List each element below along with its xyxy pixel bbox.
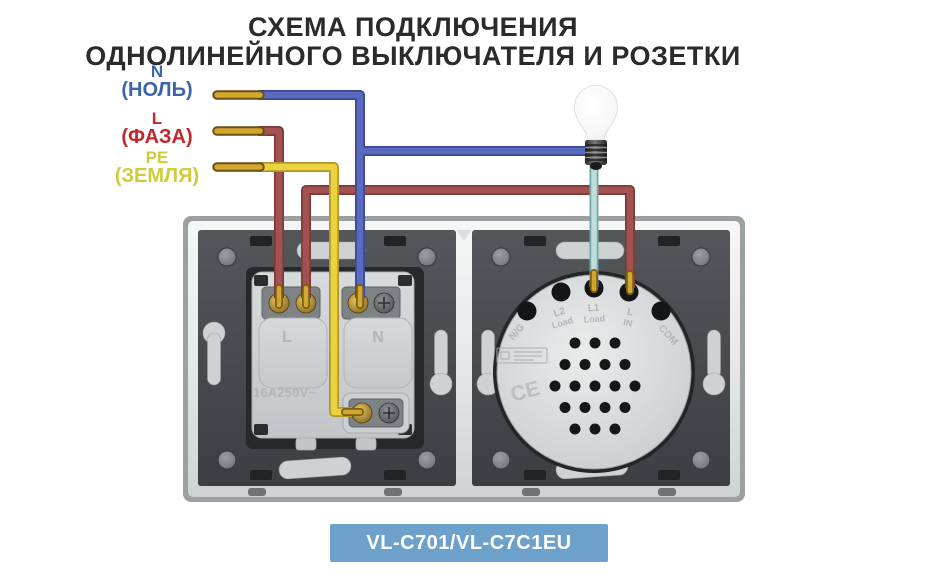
socket-pin-housing-N — [343, 317, 413, 389]
switch-label-l1: L1 Load — [583, 303, 605, 325]
clip-slot — [384, 236, 406, 246]
wall-plate: L N 16A250V~ — [183, 216, 745, 502]
clip-slot — [524, 236, 546, 246]
wire-phase — [258, 126, 284, 298]
socket-terminal-label-N: N — [372, 329, 384, 346]
frame-clip — [658, 488, 676, 496]
legend-neutral-symbol: N — [150, 62, 164, 81]
bare-wire-tips — [212, 90, 265, 172]
legend-phase-name: (ФАЗА) — [121, 126, 193, 148]
socket-terminal-bank-L — [261, 286, 321, 320]
page-title: СХЕМА ПОДКЛЮЧЕНИЯ ОДНОЛИНЕЙНОГО ВЫКЛЮЧАТ… — [60, 13, 766, 71]
wire-neutral — [258, 90, 587, 298]
legend-phase-symbol: L — [151, 109, 163, 128]
module-tab — [355, 437, 377, 451]
legend-neutral-name: (НОЛЬ) — [121, 79, 193, 101]
plate-screw — [217, 450, 237, 470]
switch-label-l-in: L IN — [623, 307, 635, 329]
legend-earth: PE (ЗЕМЛЯ) — [57, 149, 257, 186]
wires — [212, 90, 635, 417]
phillips-slot — [378, 297, 390, 309]
switch-hole-com — [651, 301, 671, 321]
plate-screw — [217, 247, 237, 267]
clip-slot — [384, 470, 406, 480]
svg-text:IN: IN — [623, 317, 634, 329]
switch-module: N/G L2 Load L1 Load L IN COM — [493, 271, 695, 473]
module-clip — [254, 275, 268, 286]
svg-text:L2: L2 — [552, 306, 567, 320]
model-badge: VL-C701/VL-C7C1EU — [330, 524, 608, 562]
light-bulb-icon — [574, 85, 618, 170]
bulb-glass — [574, 85, 618, 142]
plate-screw — [491, 450, 511, 470]
frame-seam-notch — [456, 230, 472, 241]
plate-screw — [417, 247, 437, 267]
socket-terminal-label-L: L — [282, 329, 292, 346]
module-clip — [398, 275, 412, 286]
socket-terminal-bank-N — [341, 286, 401, 320]
frame-clip — [384, 488, 402, 496]
socket-rating-label: 16A250V~ — [253, 386, 316, 400]
wire-phase-jumper — [301, 185, 635, 298]
clip-slot — [250, 470, 272, 480]
legend-earth-symbol: PE — [145, 148, 169, 167]
svg-text:L1: L1 — [587, 303, 600, 315]
wire-ferrules — [275, 269, 634, 416]
module-clip — [254, 424, 268, 435]
plate-screw — [417, 450, 437, 470]
svg-text:Load: Load — [583, 313, 605, 324]
switch-hole-ng — [517, 301, 537, 321]
speaker-holes — [549, 337, 641, 435]
clip-slot — [524, 470, 546, 480]
title-line-1: СХЕМА ПОДКЛЮЧЕНИЯ — [248, 12, 578, 42]
phillips-slot — [383, 407, 395, 419]
plate-screw — [691, 247, 711, 267]
legend-phase: L (ФАЗА) — [57, 110, 257, 147]
module-tab — [295, 437, 317, 451]
switch-hole-l2 — [551, 282, 571, 302]
legend-earth-name: (ЗЕМЛЯ) — [114, 165, 200, 187]
clip-slot — [250, 236, 272, 246]
plate-screw — [491, 247, 511, 267]
frame-clip — [522, 488, 540, 496]
clip-slot — [658, 236, 680, 246]
title-line-2: ОДНОЛИНЕЙНОГО ВЫКЛЮЧАТЕЛЯ И РОЗЕТКИ — [85, 41, 741, 71]
clip-slot — [658, 470, 680, 480]
svg-text:L: L — [626, 307, 634, 319]
legend-neutral: N (НОЛЬ) — [57, 63, 257, 100]
frame-clip — [248, 488, 266, 496]
bulb-screw-base — [585, 140, 607, 170]
plate-screw — [691, 450, 711, 470]
brand-plate — [496, 347, 548, 364]
socket-pin-housing-L — [258, 317, 328, 389]
